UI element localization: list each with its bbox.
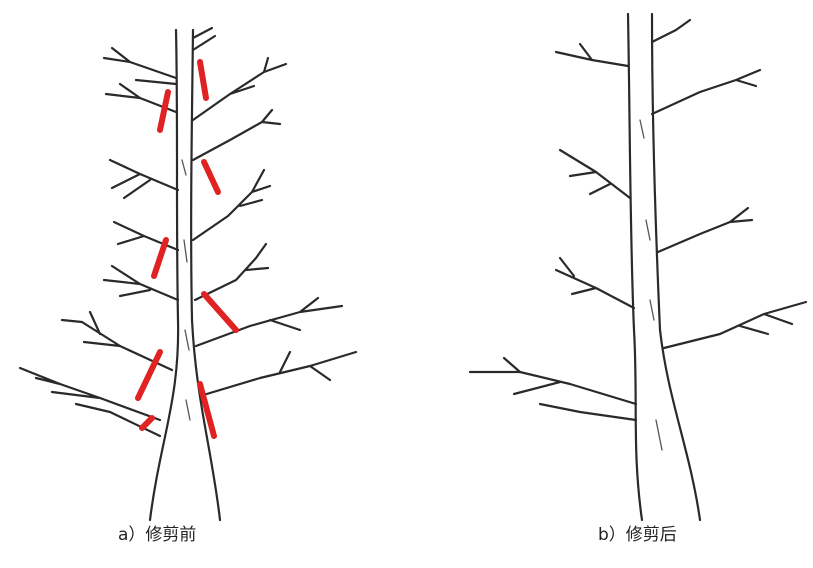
trunk-left-edge — [628, 14, 642, 520]
branch-l3 — [556, 258, 634, 308]
trunk-right-edge — [652, 14, 700, 520]
cut-mark-4 — [154, 240, 166, 276]
branch-r3 — [658, 208, 752, 252]
cut-mark-8 — [142, 418, 152, 428]
branch-r7 — [200, 352, 356, 396]
branch-l4 — [114, 222, 178, 250]
caption-after-pruning: b）修剪后 — [598, 520, 677, 545]
cut-mark-5 — [204, 294, 236, 330]
branch-l4 — [470, 358, 636, 404]
tree-before-pruning — [20, 28, 356, 520]
branch-r4 — [193, 170, 270, 240]
branch-r3 — [193, 110, 280, 160]
branch-r1 — [193, 28, 215, 50]
branch-l4-lower — [540, 404, 636, 420]
branch-l1 — [104, 48, 176, 84]
branch-r4 — [664, 302, 806, 348]
branch-l2 — [560, 150, 630, 198]
branch-r2 — [652, 70, 760, 114]
caption-before-pruning: a）修剪前 — [118, 520, 196, 545]
branch-l3 — [110, 160, 178, 198]
tree-after-pruning — [470, 14, 806, 520]
branch-r1 — [652, 20, 690, 42]
branch-l1 — [556, 44, 628, 66]
cut-mark-2 — [160, 92, 168, 130]
branch-l5 — [104, 266, 178, 300]
cut-mark-3 — [204, 162, 218, 192]
cut-mark-1 — [200, 62, 206, 98]
branch-r5 — [195, 244, 268, 300]
